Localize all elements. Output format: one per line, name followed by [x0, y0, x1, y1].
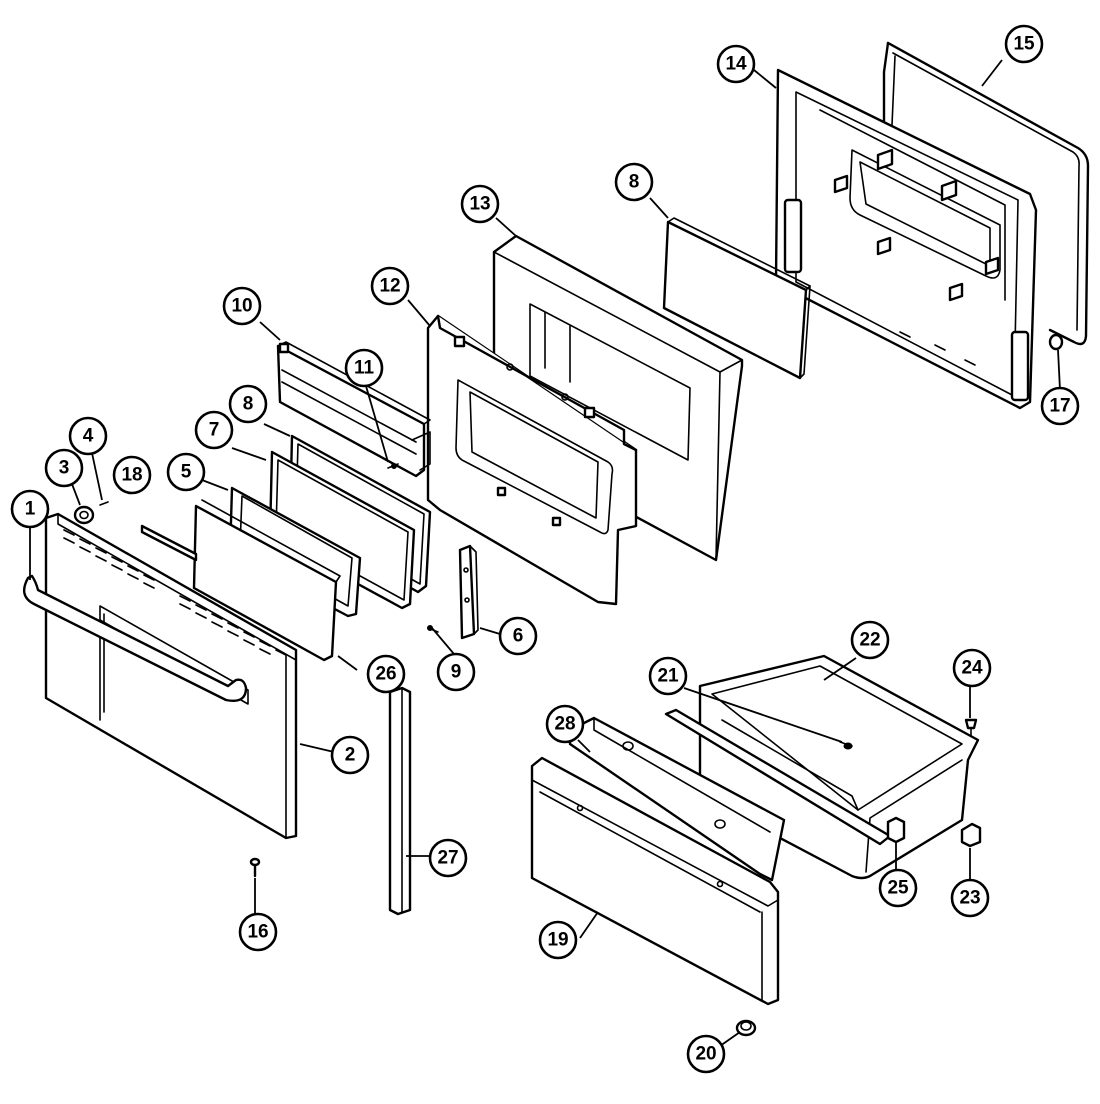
svg-text:3: 3	[59, 458, 70, 479]
part-28-drawer-bracket	[568, 716, 786, 882]
part-27-trim-strip	[388, 686, 412, 916]
svg-text:15: 15	[1013, 34, 1035, 55]
part-20-knob	[735, 1019, 757, 1037]
svg-text:24: 24	[961, 658, 983, 679]
callout-4: 4	[68, 416, 108, 456]
callout-7: 7	[194, 410, 234, 450]
callout-26: 26	[366, 654, 406, 694]
svg-text:13: 13	[469, 194, 490, 215]
svg-text:20: 20	[695, 1044, 716, 1065]
svg-text:23: 23	[959, 888, 980, 909]
callout-20: 20	[686, 1034, 726, 1074]
svg-text:22: 22	[859, 630, 880, 651]
callout-5: 5	[166, 452, 206, 492]
part-21-screw	[839, 741, 853, 750]
callout-27: 27	[428, 838, 468, 878]
callout-6: 6	[498, 616, 538, 656]
svg-text:17: 17	[1049, 396, 1070, 417]
svg-text:1: 1	[25, 499, 36, 520]
part-2-outer-door	[44, 512, 298, 840]
svg-text:7: 7	[209, 420, 220, 441]
callout-8-rear: 8	[614, 162, 654, 202]
callout-15: 15	[1004, 24, 1044, 64]
svg-text:21: 21	[657, 666, 679, 687]
svg-text:4: 4	[83, 426, 94, 447]
part-18-insulation	[140, 524, 198, 562]
callout-3: 3	[44, 448, 84, 488]
part-24-screw	[964, 718, 978, 737]
callout-1: 1	[10, 489, 50, 529]
callout-22: 22	[850, 620, 890, 660]
svg-text:12: 12	[379, 276, 400, 297]
part-19-drawer-front	[530, 756, 780, 1006]
part-8-rear-glass	[662, 217, 811, 380]
part-4-spring-pin	[99, 501, 109, 506]
part-14-inner-door-panel	[774, 68, 1038, 410]
callout-9: 9	[436, 652, 476, 692]
svg-text:16: 16	[247, 922, 268, 943]
part-16-screw	[249, 857, 261, 878]
part-1-handle	[22, 574, 248, 702]
part-6-hinge-bracket	[458, 544, 479, 640]
part-25-bumper	[886, 816, 906, 844]
callout-8-front: 8	[228, 384, 268, 424]
callout-25: 25	[878, 868, 918, 908]
part-22-drawer-tub	[664, 654, 980, 880]
callout-21: 21	[648, 656, 688, 696]
svg-text:19: 19	[547, 930, 568, 951]
callout-17: 17	[1040, 386, 1080, 426]
svg-text:14: 14	[725, 54, 747, 75]
svg-text:8: 8	[243, 394, 254, 415]
svg-text:6: 6	[513, 626, 524, 647]
svg-text:5: 5	[181, 462, 192, 483]
svg-text:11: 11	[354, 358, 375, 379]
callout-2: 2	[330, 735, 370, 775]
part-17-clip	[1048, 333, 1064, 351]
callout-18: 18	[112, 455, 152, 495]
callout-28: 28	[545, 704, 585, 744]
svg-text:28: 28	[554, 714, 575, 735]
part-23-glide	[960, 822, 982, 848]
svg-text:25: 25	[887, 878, 909, 899]
part-26-inner-glass	[192, 499, 341, 662]
svg-text:2: 2	[345, 745, 356, 766]
callout-19: 19	[538, 920, 578, 960]
svg-text:10: 10	[231, 296, 252, 317]
svg-text:26: 26	[375, 664, 396, 685]
callout-24: 24	[952, 648, 992, 688]
callout-13: 13	[460, 184, 500, 224]
callout-10: 10	[222, 286, 262, 326]
svg-text:9: 9	[451, 662, 462, 683]
part-3-knob	[73, 505, 95, 525]
callout-14: 14	[716, 44, 756, 84]
part-11-screw	[387, 463, 399, 469]
svg-text:8: 8	[629, 172, 640, 193]
callout-12: 12	[370, 266, 410, 306]
callout-23: 23	[950, 878, 990, 918]
part-12-frame-plate	[426, 314, 638, 606]
callout-16: 16	[238, 912, 278, 952]
leader-lines	[29, 59, 1061, 1047]
callout-11: 11	[344, 348, 384, 388]
svg-text:27: 27	[437, 848, 458, 869]
svg-text:18: 18	[121, 465, 142, 486]
